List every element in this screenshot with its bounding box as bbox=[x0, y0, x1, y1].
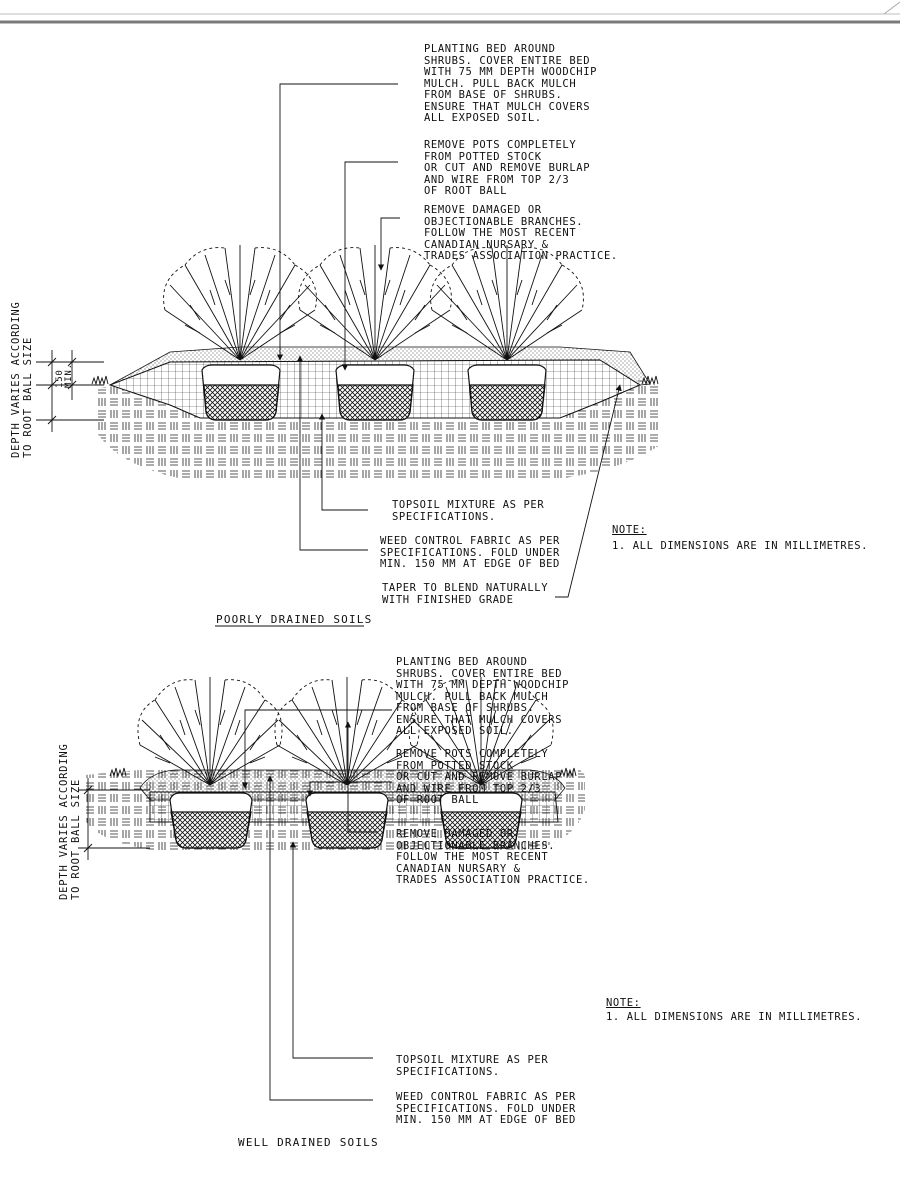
callout-topsoil: TOPSOIL MIXTURE AS PER SPECIFICATIONS. bbox=[396, 1054, 549, 1078]
detail-title: WELL DRAINED SOILS bbox=[238, 1136, 379, 1149]
shrub bbox=[163, 245, 317, 361]
shrub bbox=[137, 677, 283, 786]
depth-label: DEPTH VARIES ACCORDING TO ROOT BALL SIZE bbox=[58, 743, 82, 900]
root-ball-mesh bbox=[469, 384, 546, 421]
callout-weed-fabric: WEED CONTROL FABRIC AS PER SPECIFICATION… bbox=[380, 535, 560, 570]
callout-planting-bed: PLANTING BED AROUND SHRUBS. COVER ENTIRE… bbox=[424, 43, 598, 124]
leader-weed bbox=[266, 775, 373, 1101]
root-ball-mesh bbox=[337, 384, 414, 421]
leader-branches bbox=[344, 721, 378, 833]
detail-poorly-drained bbox=[36, 83, 660, 627]
dimension-label: 150 MIN. bbox=[55, 363, 74, 388]
callout-topsoil: TOPSOIL MIXTURE AS PER SPECIFICATIONS. bbox=[392, 499, 545, 523]
sheet-corner bbox=[883, 1, 900, 15]
note-text: 1. ALL DIMENSIONS ARE IN MILLIMETRES. bbox=[612, 540, 869, 552]
root-ball-mesh bbox=[203, 384, 280, 421]
callout-remove-branches: REMOVE DAMAGED OR OBJECTIONABLE BRANCHES… bbox=[396, 828, 590, 886]
root-ball-mesh bbox=[440, 811, 522, 849]
depth-label: DEPTH VARIES ACCORDING TO ROOT BALL SIZE bbox=[10, 301, 34, 458]
leader-lines bbox=[276, 83, 622, 598]
leader-lines bbox=[241, 709, 392, 1101]
grass-tuft bbox=[559, 767, 577, 778]
note-heading: NOTE: bbox=[606, 997, 641, 1009]
leader-planting-bed bbox=[241, 709, 392, 789]
root-balls bbox=[201, 364, 547, 421]
shrub bbox=[430, 245, 584, 361]
shrub bbox=[298, 245, 452, 361]
detail-title: POORLY DRAINED SOILS bbox=[216, 613, 373, 626]
root-ball-mesh bbox=[170, 811, 252, 849]
leader-remove-pots bbox=[306, 781, 392, 797]
callout-taper: TAPER TO BLEND NATURALLY WITH FINISHED G… bbox=[382, 582, 549, 606]
callout-weed-fabric: WEED CONTROL FABRIC AS PER SPECIFICATION… bbox=[396, 1091, 576, 1126]
leader-topsoil bbox=[289, 841, 373, 1059]
callout-remove-branches: REMOVE DAMAGED OR OBJECTIONABLE BRANCHES… bbox=[424, 204, 618, 262]
leader-weed bbox=[296, 355, 368, 551]
leader-taper bbox=[555, 384, 622, 598]
callout-remove-pots: REMOVE POTS COMPLETELY FROM POTTED STOCK… bbox=[424, 139, 591, 197]
note-text: 1. ALL DIMENSIONS ARE IN MILLIMETRES. bbox=[606, 1011, 863, 1023]
leader-planting-bed bbox=[276, 83, 398, 361]
shrub bbox=[274, 677, 420, 786]
root-ball-mesh bbox=[306, 811, 388, 849]
note-heading: NOTE: bbox=[612, 524, 647, 536]
leader-remove-pots bbox=[341, 161, 398, 371]
grass-tuft bbox=[641, 375, 659, 386]
shrubs bbox=[163, 245, 584, 361]
depth-dimension bbox=[78, 778, 150, 860]
detail-well-drained bbox=[78, 677, 585, 1101]
root-balls bbox=[169, 792, 523, 849]
shrubs bbox=[137, 677, 554, 786]
leader-topsoil bbox=[318, 413, 368, 511]
callout-remove-pots: REMOVE POTS COMPLETELY FROM POTTED STOCK… bbox=[396, 748, 563, 806]
callout-planting-bed: PLANTING BED AROUND SHRUBS. COVER ENTIRE… bbox=[396, 656, 570, 737]
depth-dimension bbox=[36, 350, 104, 432]
leader-branches bbox=[377, 217, 400, 271]
grass-tuft bbox=[109, 767, 127, 778]
grass-tuft bbox=[91, 375, 109, 386]
shrub bbox=[408, 677, 554, 786]
